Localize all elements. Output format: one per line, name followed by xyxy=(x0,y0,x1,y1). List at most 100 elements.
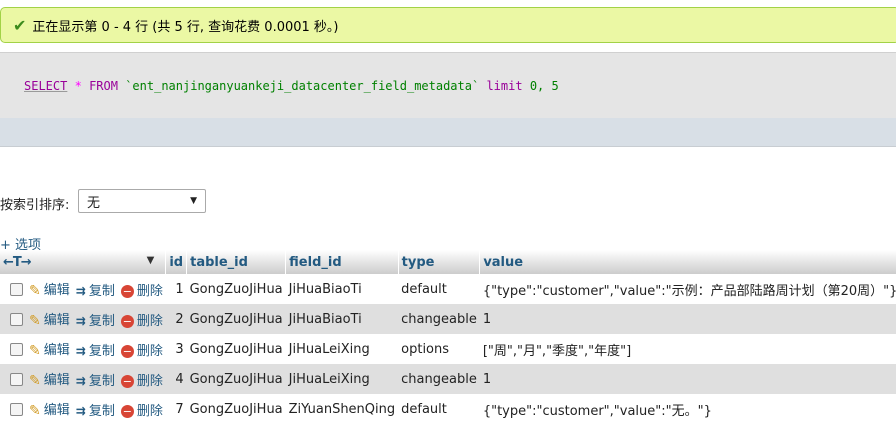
actions-header: ←T→ ▼ xyxy=(0,250,167,274)
copy-icon: ⇉ xyxy=(75,314,86,328)
cell-field-id[interactable]: JiHuaBiaoTi xyxy=(285,304,399,334)
cell-id[interactable]: 4 xyxy=(165,364,187,394)
cell-field-id[interactable]: JiHuaLeiXing xyxy=(285,334,399,364)
sql-count: 5 xyxy=(551,79,559,93)
delete-action[interactable]: −删除 xyxy=(117,334,166,364)
copy-link[interactable]: 复制 xyxy=(88,283,115,299)
copy-link[interactable]: 复制 xyxy=(88,373,115,389)
cell-value[interactable]: 1 xyxy=(479,364,896,394)
column-arrows-icon[interactable]: ←T→ xyxy=(3,254,32,270)
copy-icon: ⇉ xyxy=(75,374,86,388)
delete-icon: − xyxy=(120,284,134,298)
row-checkbox[interactable] xyxy=(10,312,23,326)
copy-action[interactable]: ⇉复制 xyxy=(72,364,118,394)
delete-link[interactable]: 删除 xyxy=(136,283,163,299)
cell-value[interactable]: 1 xyxy=(479,304,896,334)
edit-link[interactable]: 编辑 xyxy=(43,373,70,389)
edit-action[interactable]: ✎编辑 xyxy=(26,364,73,394)
table-header-row: ←T→ ▼ id table_id field_id type value xyxy=(0,250,896,274)
cell-table-id[interactable]: GongZuoJiHua xyxy=(186,364,286,394)
cell-id[interactable]: 2 xyxy=(165,304,187,334)
column-header-id[interactable]: id xyxy=(165,250,188,274)
sort-direction-icon[interactable]: ▼ xyxy=(146,254,155,266)
edit-action[interactable]: ✎编辑 xyxy=(26,334,73,364)
sort-by-index-select[interactable]: 无 ▼ xyxy=(78,189,206,213)
row-checkbox[interactable] xyxy=(10,402,23,416)
options-link[interactable]: + 选项 xyxy=(0,238,42,253)
pencil-icon: ✎ xyxy=(29,372,41,389)
sql-table-name: `ent_nanjinganyuankeji_datacenter_field_… xyxy=(125,79,480,93)
delete-link[interactable]: 删除 xyxy=(136,343,163,359)
delete-link[interactable]: 删除 xyxy=(136,313,163,329)
table-row: ✎编辑 ⇉复制 −删除 2 GongZuoJiHua JiHuaBiaoTi c… xyxy=(0,304,896,334)
pencil-icon: ✎ xyxy=(29,282,41,299)
row-checkbox[interactable] xyxy=(10,282,23,296)
sql-query: SELECT * FROM `ent_nanjinganyuankeji_dat… xyxy=(24,79,559,93)
edit-link[interactable]: 编辑 xyxy=(43,403,70,419)
cell-value[interactable]: {"type":"customer","value":"示例：产品部陆路周计划（… xyxy=(479,274,896,304)
edit-action[interactable]: ✎编辑 xyxy=(26,394,73,424)
delete-link[interactable]: 删除 xyxy=(136,373,163,389)
sql-toolbar xyxy=(0,118,896,147)
row-checkbox[interactable] xyxy=(10,342,23,356)
cell-field-id[interactable]: JiHuaBiaoTi xyxy=(285,274,399,304)
cell-field-id[interactable]: ZiYuanShenQing xyxy=(285,394,399,424)
cell-table-id[interactable]: GongZuoJiHua xyxy=(186,334,286,364)
copy-link[interactable]: 复制 xyxy=(88,403,115,419)
delete-action[interactable]: −删除 xyxy=(117,304,166,334)
cell-type[interactable]: changeable xyxy=(398,364,480,394)
edit-link[interactable]: 编辑 xyxy=(43,343,70,359)
copy-action[interactable]: ⇉复制 xyxy=(72,334,118,364)
cell-id[interactable]: 7 xyxy=(165,394,187,424)
delete-icon: − xyxy=(120,344,134,358)
table-row: ✎编辑 ⇉复制 −删除 7 GongZuoJiHua ZiYuanShenQin… xyxy=(0,394,896,424)
cell-type[interactable]: options xyxy=(398,334,480,364)
cell-field-id[interactable]: JiHuaLeiXing xyxy=(285,364,399,394)
copy-action[interactable]: ⇉复制 xyxy=(72,304,118,334)
column-header-field-id[interactable]: field_id xyxy=(285,250,399,274)
delete-action[interactable]: −删除 xyxy=(117,394,166,424)
cell-table-id[interactable]: GongZuoJiHua xyxy=(186,304,286,334)
sql-offset: 0, xyxy=(529,79,545,93)
cell-type[interactable]: default xyxy=(398,274,480,304)
pencil-icon: ✎ xyxy=(29,312,41,329)
cell-value[interactable]: {"type":"customer","value":"无。"} xyxy=(479,394,896,424)
copy-icon: ⇉ xyxy=(75,284,86,298)
row-select-cell xyxy=(0,394,26,424)
edit-action[interactable]: ✎编辑 xyxy=(26,274,73,304)
delete-action[interactable]: −删除 xyxy=(117,364,166,394)
edit-action[interactable]: ✎编辑 xyxy=(26,304,73,334)
sql-select-keyword[interactable]: SELECT xyxy=(24,79,68,93)
cell-type[interactable]: changeable xyxy=(398,304,480,334)
edit-link[interactable]: 编辑 xyxy=(43,313,70,329)
results-table: ←T→ ▼ id table_id field_id type value ✎编… xyxy=(0,250,896,424)
column-header-value[interactable]: value xyxy=(479,250,896,274)
sql-query-box: SELECT * FROM `ent_nanjinganyuankeji_dat… xyxy=(0,52,896,119)
row-select-cell xyxy=(0,364,26,394)
row-select-cell xyxy=(0,334,26,364)
row-checkbox[interactable] xyxy=(10,372,23,386)
copy-action[interactable]: ⇉复制 xyxy=(72,394,118,424)
cell-table-id[interactable]: GongZuoJiHua xyxy=(186,394,286,424)
pencil-icon: ✎ xyxy=(29,342,41,359)
edit-link[interactable]: 编辑 xyxy=(43,283,70,299)
cell-table-id[interactable]: GongZuoJiHua xyxy=(186,274,286,304)
copy-action[interactable]: ⇉复制 xyxy=(72,274,118,304)
success-text: 正在显示第 0 - 4 行 (共 5 行, 查询花费 0.0001 秒。) xyxy=(32,19,339,35)
sort-by-index-label: 按索引排序: xyxy=(0,198,70,213)
column-header-table-id[interactable]: table_id xyxy=(186,250,287,274)
sql-star: * xyxy=(74,79,82,93)
sql-from-keyword: FROM xyxy=(89,79,118,93)
delete-action[interactable]: −删除 xyxy=(117,274,166,304)
copy-link[interactable]: 复制 xyxy=(88,343,115,359)
copy-icon: ⇉ xyxy=(75,344,86,358)
copy-link[interactable]: 复制 xyxy=(88,313,115,329)
column-header-type[interactable]: type xyxy=(398,250,481,274)
cell-value[interactable]: ["周","月","季度","年度"] xyxy=(479,334,896,364)
table-row: ✎编辑 ⇉复制 −删除 1 GongZuoJiHua JiHuaBiaoTi d… xyxy=(0,274,896,304)
cell-id[interactable]: 1 xyxy=(165,274,187,304)
cell-id[interactable]: 3 xyxy=(165,334,187,364)
row-select-cell xyxy=(0,304,26,334)
cell-type[interactable]: default xyxy=(398,394,480,424)
delete-link[interactable]: 删除 xyxy=(136,403,163,419)
